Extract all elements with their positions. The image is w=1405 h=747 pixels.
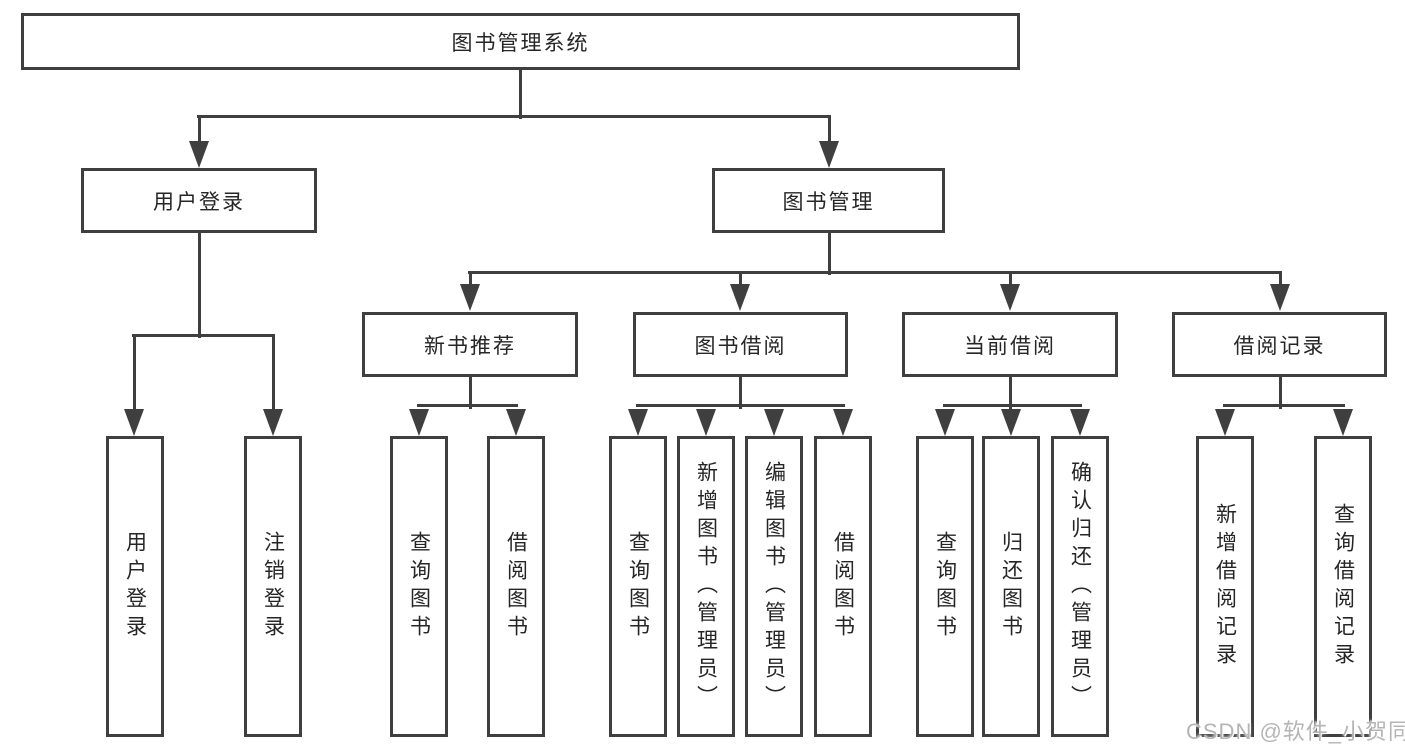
leaf-add-books-admin: 新增图书（管理员） (677, 436, 735, 737)
connector-vline (828, 233, 831, 275)
leaf-query-books-current-label: 查询图书 (933, 530, 957, 643)
node-current-borrowing-label: 当前借阅 (964, 334, 1056, 358)
leaf-borrow-books-recommend-label: 借阅图书 (504, 530, 528, 643)
node-borrowing-records: 借阅记录 (1172, 312, 1387, 377)
leaf-query-books-borrow: 查询图书 (609, 436, 667, 737)
connector-vline (469, 376, 472, 409)
node-book-management-label: 图书管理 (782, 190, 875, 214)
arrowhead-down-icon (819, 141, 839, 168)
connector-vline (272, 335, 275, 413)
leaf-borrow-books-recommend: 借阅图书 (487, 436, 545, 737)
leaf-query-borrow-record: 查询借阅记录 (1314, 436, 1372, 737)
leaf-edit-books-admin: 编辑图书（管理员） (745, 436, 803, 737)
leaf-borrow-books-label: 借阅图书 (831, 530, 855, 643)
csdn-watermark: CSDN @软件_小贺同学 (1186, 719, 1405, 744)
leaf-return-books-label: 归还图书 (999, 530, 1023, 643)
arrowhead-down-icon (1001, 409, 1021, 436)
connector-vline (1279, 376, 1282, 409)
connector-vline (198, 233, 201, 338)
arrowhead-down-icon (935, 409, 955, 436)
arrowhead-down-icon (263, 409, 283, 436)
leaf-return-books: 归还图书 (982, 436, 1040, 737)
leaf-confirm-return-admin-label: 确认归还（管理员） (1068, 460, 1092, 713)
node-current-borrowing: 当前借阅 (902, 312, 1118, 377)
arrowhead-down-icon (730, 284, 750, 311)
leaf-user-login: 用户登录 (106, 436, 164, 737)
leaf-query-books-borrow-label: 查询图书 (626, 530, 650, 643)
leaf-logout-login: 注销登录 (244, 436, 302, 737)
arrowhead-down-icon (189, 141, 209, 168)
arrowhead-down-icon (506, 409, 526, 436)
connector-hline (417, 404, 518, 407)
leaf-logout-login-label: 注销登录 (261, 530, 285, 643)
leaf-confirm-return-admin: 确认归还（管理员） (1051, 436, 1109, 737)
leaf-query-books-recommend-label: 查询图书 (407, 530, 431, 643)
connector-hline (468, 271, 1282, 274)
connector-vline (519, 70, 522, 119)
connector-vline (133, 335, 136, 413)
node-user-login-label: 用户登录 (153, 190, 245, 214)
connector-vline (198, 116, 201, 146)
arrowhead-down-icon (1215, 409, 1235, 436)
leaf-query-books-recommend: 查询图书 (390, 436, 448, 737)
connector-vline (739, 376, 742, 409)
arrowhead-down-icon (1000, 284, 1020, 311)
connector-vline (739, 272, 742, 290)
node-new-book-recommend: 新书推荐 (362, 312, 578, 377)
node-library-system-label: 图书管理系统 (451, 31, 590, 55)
connector-hline (197, 115, 831, 118)
arrowhead-down-icon (1070, 409, 1090, 436)
leaf-user-login-label: 用户登录 (123, 530, 147, 643)
node-library-system: 图书管理系统 (21, 13, 1020, 70)
connector-hline (943, 404, 1082, 407)
node-book-borrowing-label: 图书借阅 (694, 334, 787, 358)
connector-vline (1279, 272, 1282, 290)
leaf-edit-books-admin-label: 编辑图书（管理员） (762, 460, 786, 713)
arrowhead-down-icon (1270, 284, 1290, 311)
arrowhead-down-icon (696, 409, 716, 436)
connector-vline (1009, 272, 1012, 290)
arrowhead-down-icon (124, 409, 144, 436)
arrowhead-down-icon (764, 409, 784, 436)
arrowhead-down-icon (409, 409, 429, 436)
leaf-add-borrow-record: 新增借阅记录 (1196, 436, 1254, 737)
leaf-borrow-books: 借阅图书 (814, 436, 872, 737)
leaf-add-books-admin-label: 新增图书（管理员） (694, 460, 718, 713)
connector-vline (828, 116, 831, 146)
connector-vline (469, 272, 472, 290)
arrowhead-down-icon (628, 409, 648, 436)
leaf-query-books-current: 查询图书 (916, 436, 974, 737)
arrowhead-down-icon (833, 409, 853, 436)
node-borrowing-records-label: 借阅记录 (1233, 334, 1326, 358)
node-new-book-recommend-label: 新书推荐 (424, 334, 516, 358)
node-book-borrowing: 图书借阅 (633, 312, 848, 377)
connector-hline (132, 334, 275, 337)
leaf-query-borrow-record-label: 查询借阅记录 (1331, 502, 1355, 671)
arrowhead-down-icon (1333, 409, 1353, 436)
node-book-management: 图书管理 (712, 168, 945, 233)
connector-vline (1009, 376, 1012, 409)
leaf-add-borrow-record-label: 新增借阅记录 (1213, 502, 1237, 671)
connector-hline (1223, 404, 1345, 407)
node-user-login: 用户登录 (81, 168, 317, 233)
arrowhead-down-icon (460, 284, 480, 311)
